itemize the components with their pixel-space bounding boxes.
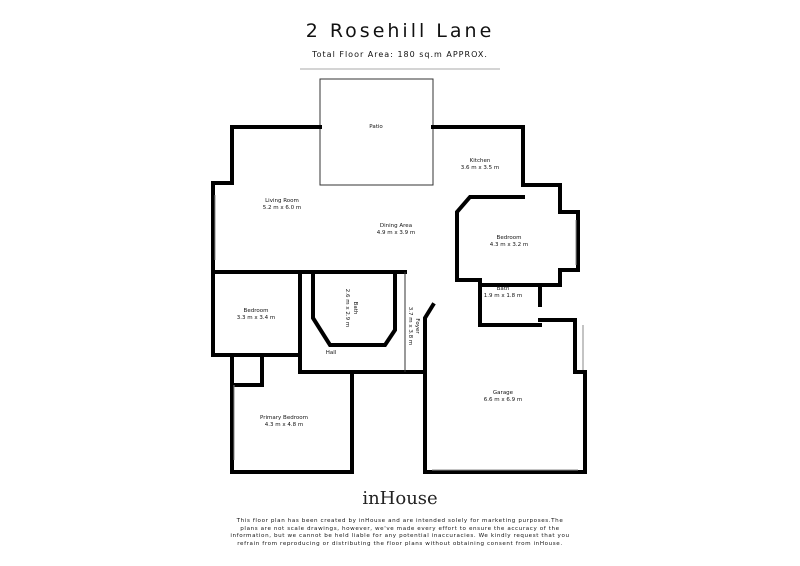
room-bedroom-west: Bedroom bbox=[244, 308, 269, 314]
room-kitchen-size: 3.6 m x 3.5 m bbox=[461, 165, 499, 171]
bath-walls bbox=[311, 270, 397, 347]
inhouse-logo: inHouse bbox=[362, 488, 438, 509]
room-garage-size: 6.6 m x 6.9 m bbox=[484, 397, 522, 403]
room-bedroom-east-size: 4.3 m x 3.2 m bbox=[490, 242, 528, 248]
room-dining: Dining Area bbox=[380, 223, 412, 229]
room-bath-main: Bath bbox=[352, 302, 358, 315]
room-bedroom-west-size: 3.3 m x 3.4 m bbox=[237, 315, 275, 321]
bedroom-east-walls bbox=[455, 195, 542, 327]
closet-walls bbox=[230, 353, 264, 387]
room-foyer: Foyer bbox=[414, 318, 420, 334]
room-primary-bedroom-size: 4.3 m x 4.8 m bbox=[265, 422, 303, 428]
room-bedroom-east: Bedroom bbox=[497, 235, 522, 241]
room-patio: Patio bbox=[369, 124, 383, 130]
room-living: Living Room bbox=[265, 198, 299, 204]
room-bath-small: Bath bbox=[497, 286, 510, 292]
room-foyer-size: 3.7 m x 3.8 m bbox=[407, 307, 413, 345]
plan-title: 2 Rosehill Lane bbox=[305, 20, 495, 42]
garage-walls bbox=[423, 302, 587, 474]
wall-north-east bbox=[431, 125, 580, 307]
room-kitchen: Kitchen bbox=[470, 158, 491, 164]
disclaimer: This floor plan has been created by inHo… bbox=[230, 518, 570, 547]
room-dining-size: 4.9 m x 3.9 m bbox=[377, 230, 415, 236]
room-hall: Hall bbox=[326, 350, 337, 356]
room-bath-main-size: 2.6 m x 2.9 m bbox=[344, 289, 350, 327]
room-garage: Garage bbox=[493, 390, 514, 396]
floor-area: Total Floor Area: 180 sq.m APPROX. bbox=[312, 50, 488, 59]
wall-north-west bbox=[211, 125, 427, 474]
room-primary-bedroom: Primary Bedroom bbox=[260, 415, 308, 421]
patio-area bbox=[319, 78, 434, 186]
room-bath-small-size: 1.9 m x 1.8 m bbox=[484, 293, 522, 299]
room-living-size: 5.2 m x 6.0 m bbox=[263, 205, 301, 211]
